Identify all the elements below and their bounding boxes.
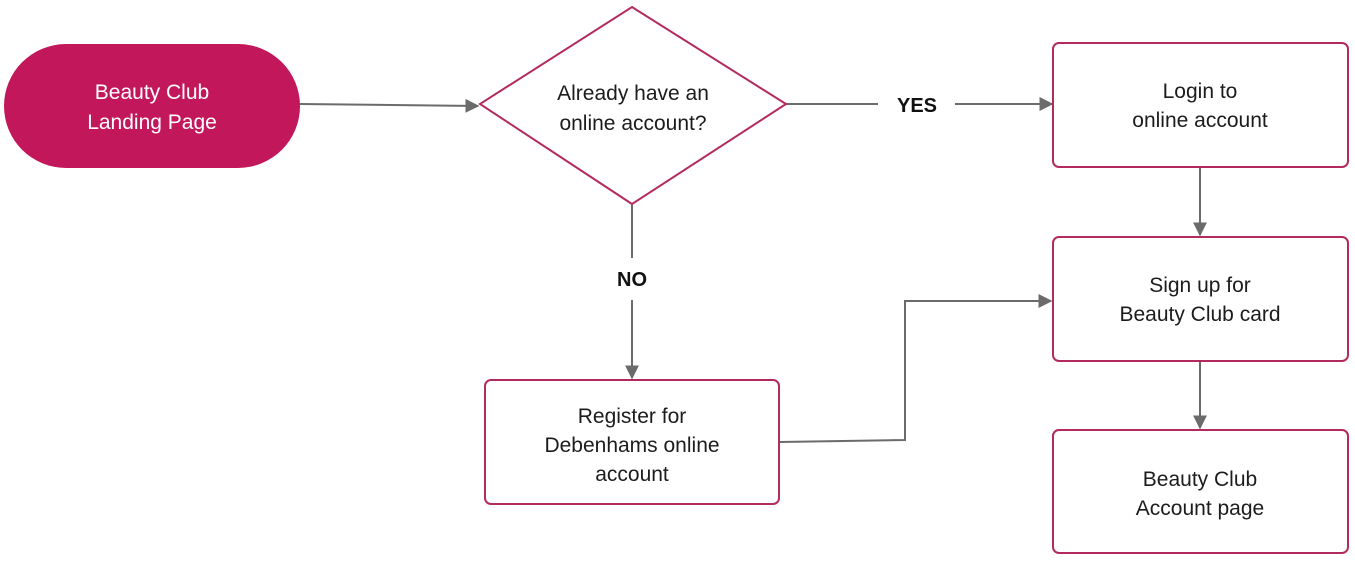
decision-label-line2: online account? — [559, 112, 706, 135]
decision-diamond-shape — [478, 5, 788, 206]
node-signup: Sign up for Beauty Club card — [1052, 236, 1349, 362]
node-decision: Already have an online account? — [478, 5, 788, 206]
register-label-line2: Debenhams online — [544, 434, 719, 457]
signup-label-line2: Beauty Club card — [1119, 303, 1280, 326]
start-terminal-label-line2: Landing Page — [87, 111, 217, 134]
no-edge-label: NO — [617, 269, 647, 291]
account-page-label-line1: Beauty Club — [1143, 468, 1257, 491]
node-register: Register for Debenhams online account — [484, 379, 780, 505]
node-login: Login to online account — [1052, 42, 1349, 168]
register-label-line3: account — [595, 463, 669, 486]
connector-start-to-decision — [299, 98, 480, 113]
node-start-terminal: Beauty Club Landing Page — [4, 44, 300, 168]
yes-edge-label: YES — [897, 95, 937, 117]
login-label-line1: Login to — [1163, 80, 1238, 103]
account-page-label-line2: Account page — [1136, 497, 1264, 520]
register-label-line1: Register for — [578, 405, 687, 428]
decision-label-line1: Already have an — [557, 82, 709, 105]
signup-label-line1: Sign up for — [1149, 274, 1251, 297]
login-box-shape — [1052, 42, 1349, 168]
account-page-box-shape — [1052, 429, 1349, 554]
register-box-shape — [484, 379, 780, 505]
login-label-line2: online account — [1132, 109, 1268, 132]
start-terminal-label-line1: Beauty Club — [95, 81, 209, 104]
node-account-page: Beauty Club Account page — [1052, 429, 1349, 554]
start-terminal-shape — [4, 44, 300, 168]
connector-register-to-signup — [779, 294, 1053, 443]
signup-box-shape — [1052, 236, 1349, 362]
